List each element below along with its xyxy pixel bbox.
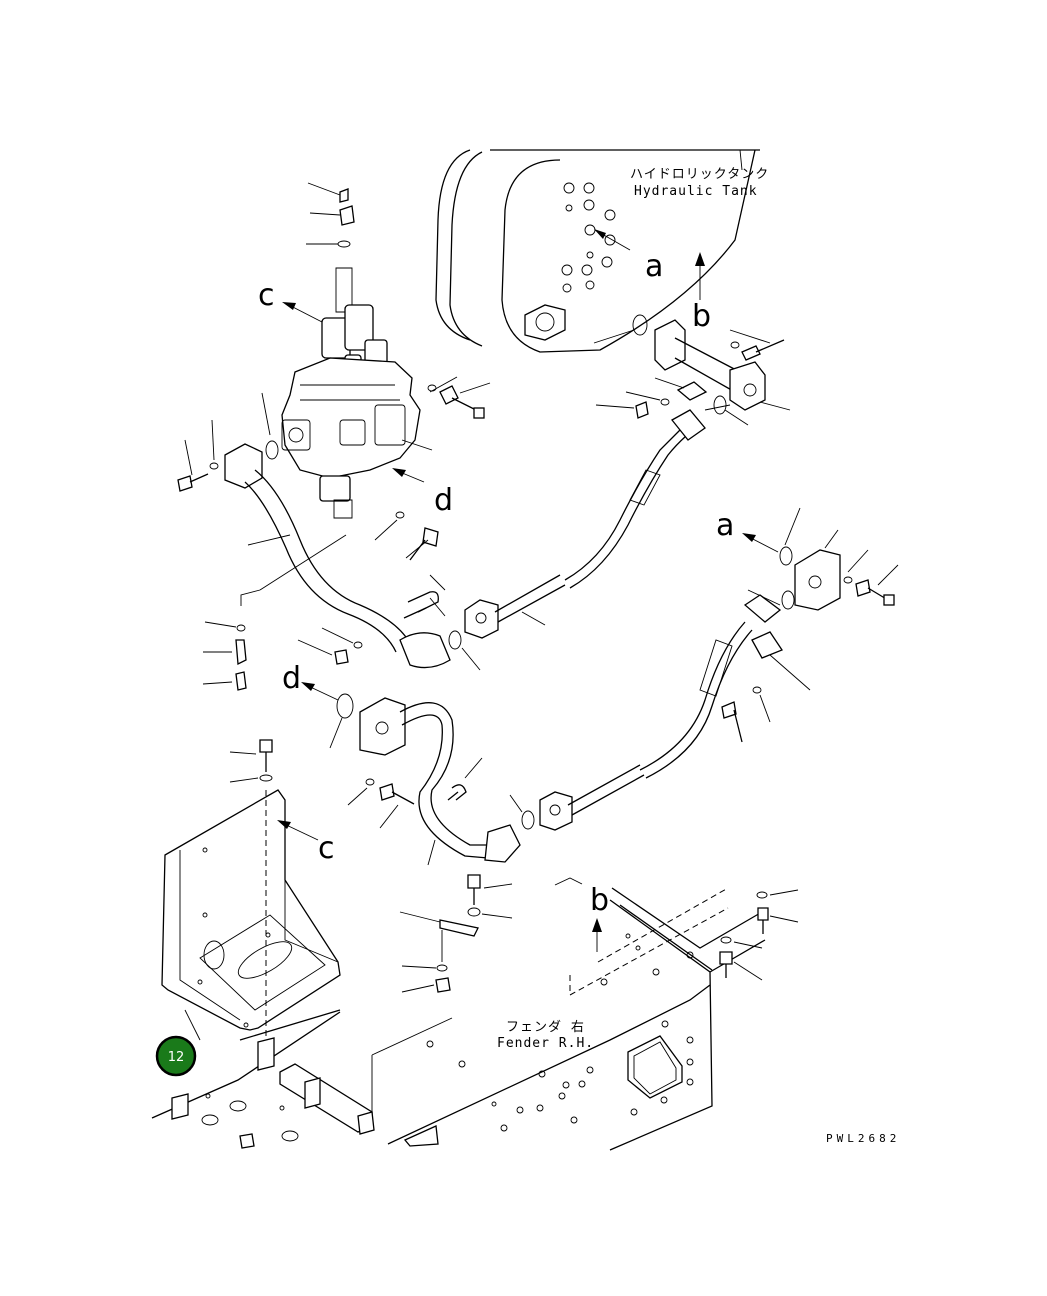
fender-label-jp: フェンダ 右 [506, 1020, 585, 1035]
callout-12-circle[interactable] [155, 1035, 197, 1077]
callout-12[interactable]: 12 [155, 1035, 197, 1077]
clamp-hardware [371, 874, 513, 1120]
ref-c-valve: c [258, 278, 275, 313]
ref-b-tank: b [692, 299, 711, 334]
lower-hose [509, 594, 811, 831]
tank-label-en: Hydraulic Tank [634, 184, 758, 199]
ref-d-valve: d [434, 483, 453, 518]
valve-bracket [161, 739, 341, 1040]
drawing-code: PWL2682 [826, 1132, 900, 1145]
hydraulic-tank [435, 149, 760, 353]
suction-tube [593, 314, 791, 426]
tank-label-jp: ハイドロリックタンク [630, 167, 769, 182]
ref-d-lower: d [282, 661, 301, 696]
frame-base [151, 1009, 439, 1149]
ref-a-block: a [716, 508, 734, 543]
valve-bolts [374, 376, 491, 561]
fender-label-en: Fender R.H. [497, 1036, 594, 1051]
left-tube [177, 419, 481, 691]
upper-hose [464, 377, 731, 639]
right-block [747, 507, 899, 611]
lower-tube [329, 693, 521, 866]
ref-c-bracket: c [318, 831, 335, 866]
control-valve [261, 182, 433, 519]
ref-b-fender: b [590, 883, 609, 918]
fender-rh [387, 877, 799, 1151]
callout-12-number[interactable]: 12 [168, 1050, 185, 1065]
ref-a-tank: a [645, 249, 663, 284]
